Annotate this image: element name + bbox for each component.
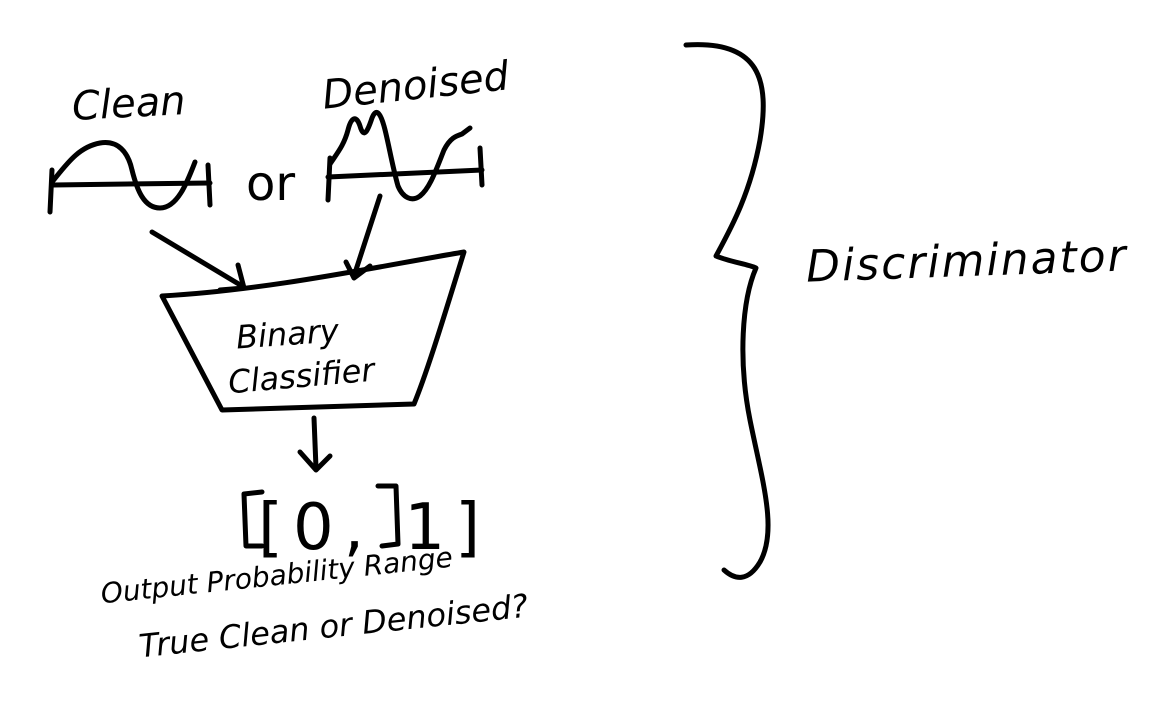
arrow-clean-to-classifier <box>149 229 247 293</box>
classifier-box <box>159 249 467 413</box>
classifier-label-line1: Binary <box>234 311 341 357</box>
denoised-waveform <box>325 109 485 203</box>
discriminator-label: Discriminator <box>805 230 1129 293</box>
output-range-brackets <box>241 483 401 549</box>
or-label: or <box>246 156 296 212</box>
output-range-label: [0, 1] <box>258 491 491 565</box>
arrow-classifier-to-output <box>297 415 333 473</box>
clean-waveform <box>47 140 213 215</box>
clean-label: Clean <box>70 78 187 130</box>
discriminator-brace <box>683 42 771 580</box>
